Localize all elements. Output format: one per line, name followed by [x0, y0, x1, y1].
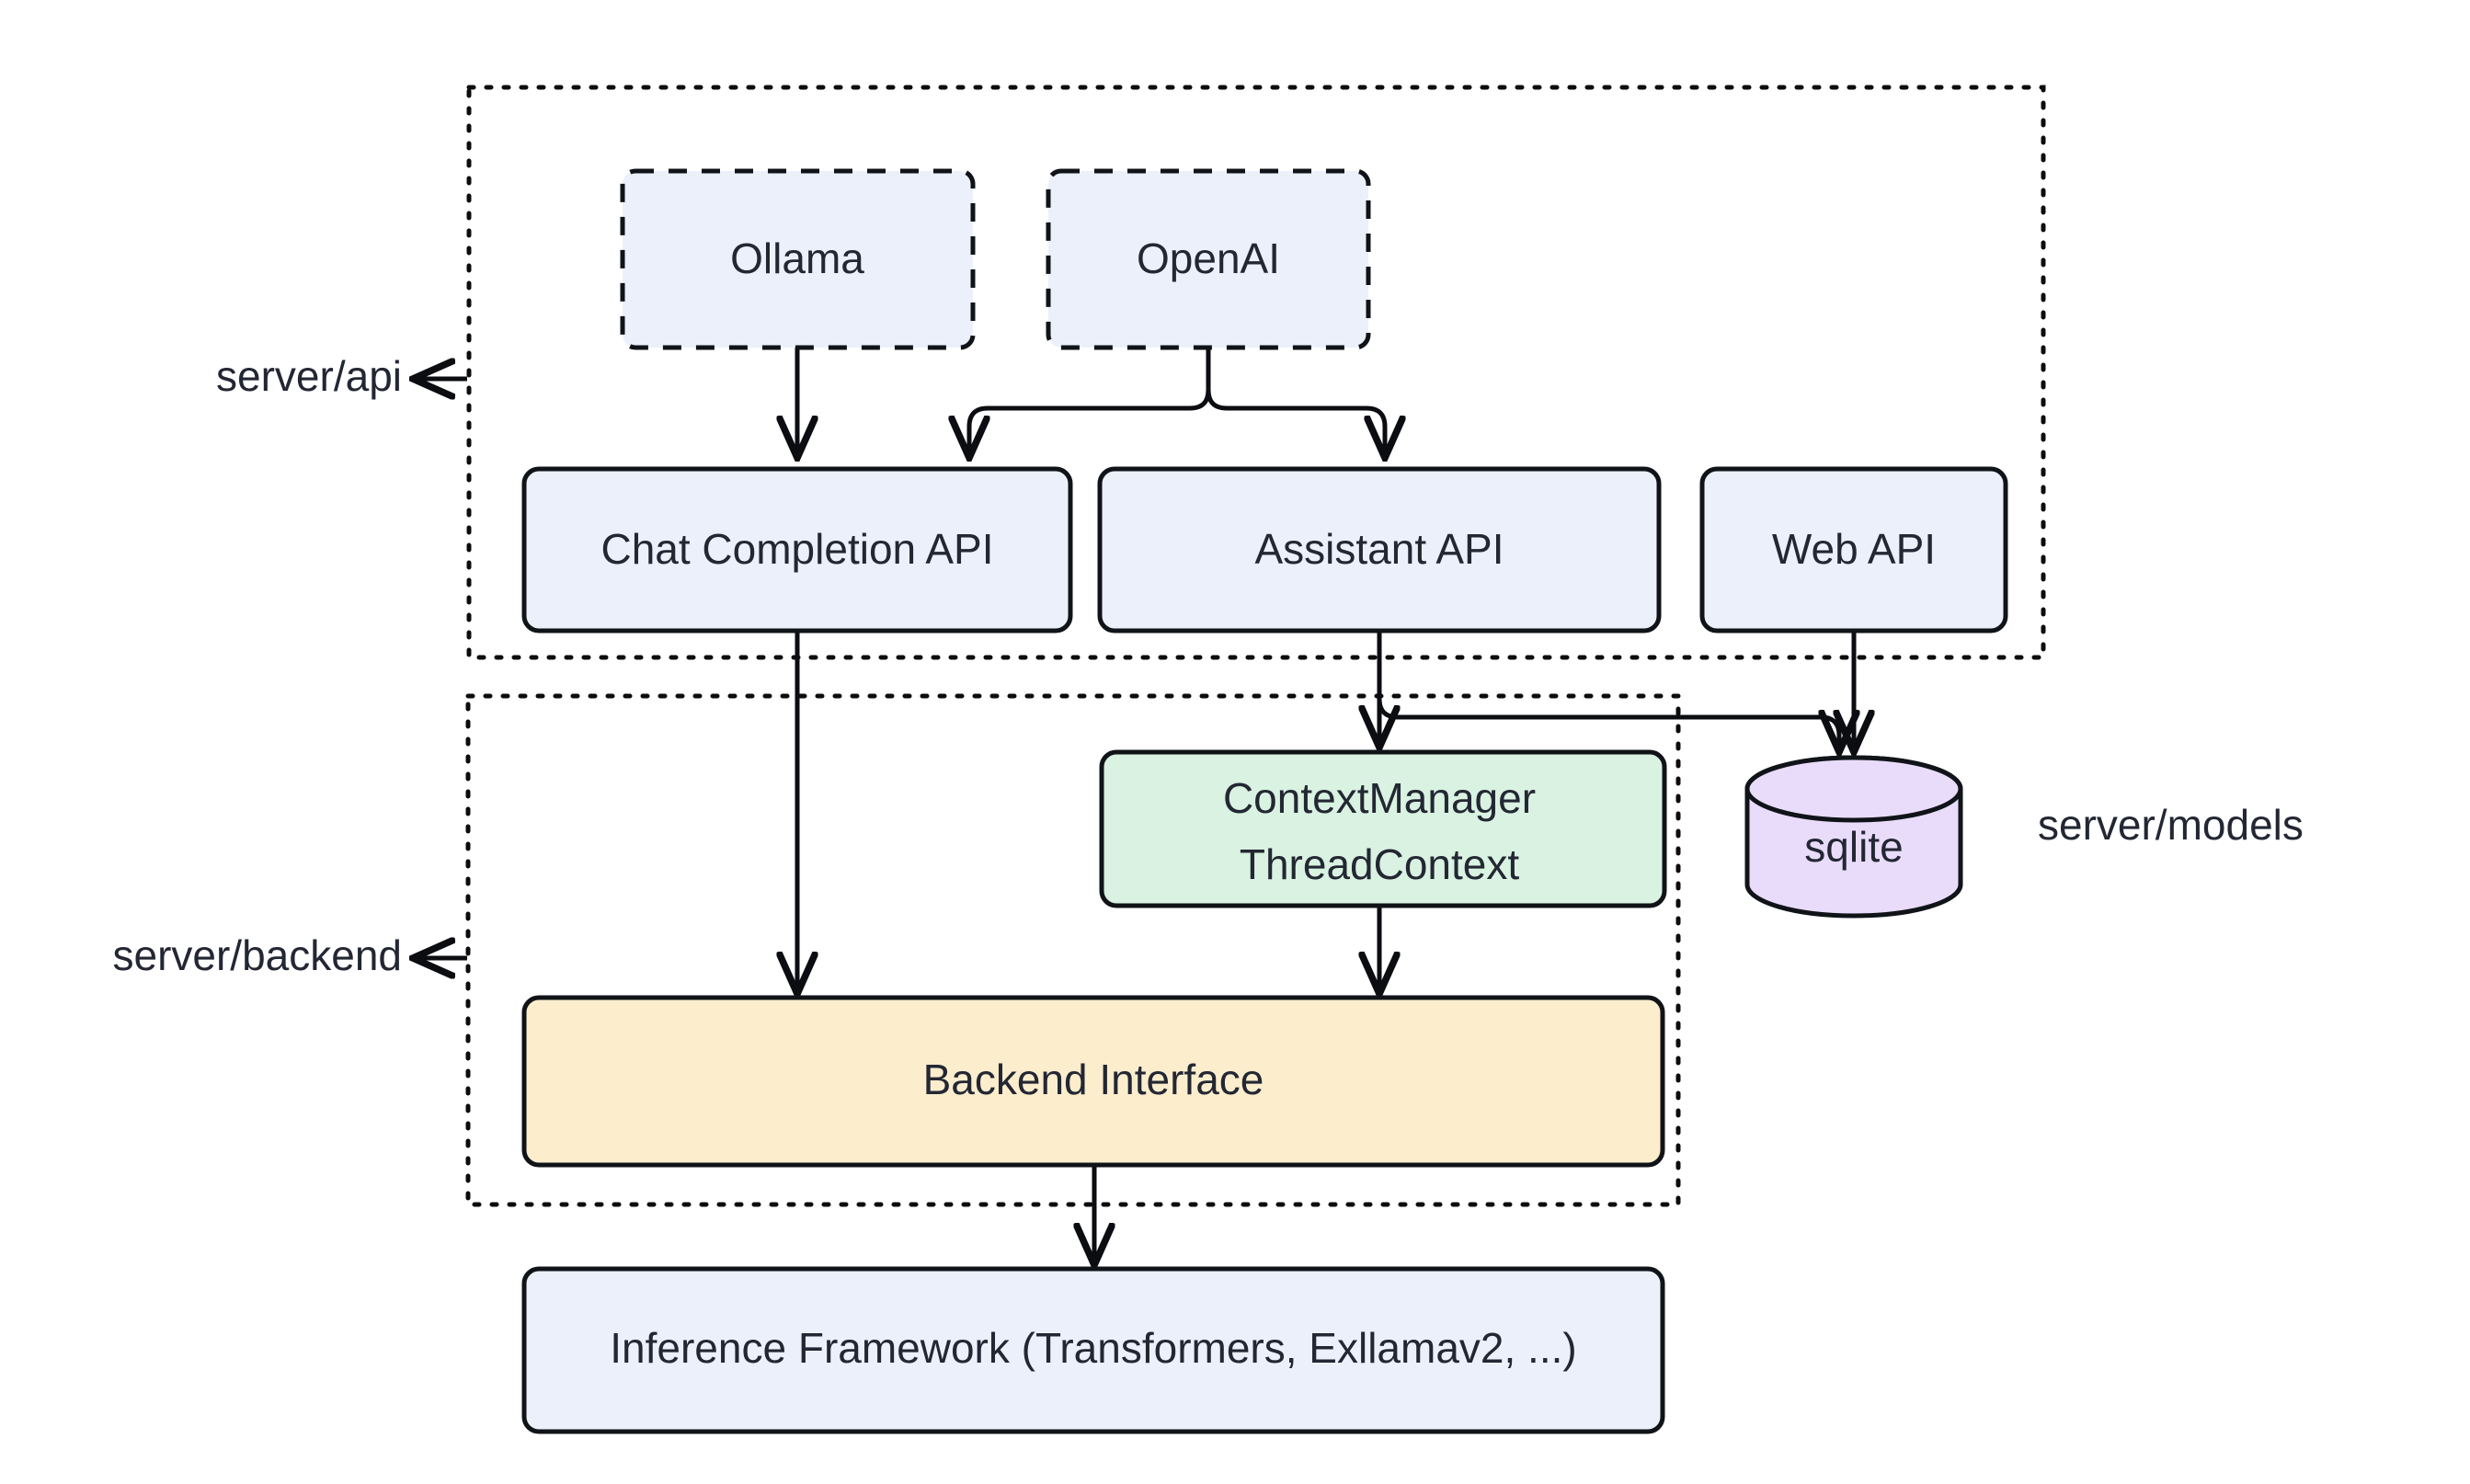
node-sqlite[interactable]: sqlite — [1744, 755, 1963, 919]
node-context-manager[interactable]: ContextManager ThreadContext — [1099, 749, 1667, 908]
group-label-server-backend: server/backend — [113, 931, 403, 979]
node-assistant-api-label: Assistant API — [1254, 525, 1504, 573]
node-backend-interface-label: Backend Interface — [923, 1056, 1264, 1103]
node-inference-framework-shape[interactable] — [521, 1266, 1665, 1434]
node-openai-shape[interactable] — [1046, 168, 1371, 350]
group-label-server-api: server/api — [216, 352, 402, 400]
node-chat-completion-api-label: Chat Completion API — [600, 525, 993, 573]
node-web-api-label: Web API — [1772, 525, 1936, 573]
edge-openai-to-chat-completion-api — [969, 348, 1211, 455]
node-backend-interface-shape[interactable] — [521, 995, 1665, 1168]
node-ollama[interactable]: Ollama — [620, 168, 976, 350]
node-ollama-shape[interactable] — [620, 168, 976, 350]
node-inference-framework[interactable]: Inference Framework (Transformers, Exlla… — [521, 1266, 1665, 1434]
node-ollama-label: Ollama — [730, 234, 864, 282]
node-inference-framework-label: Inference Framework (Transformers, Exlla… — [610, 1324, 1576, 1372]
node-openai[interactable]: OpenAI — [1046, 168, 1371, 350]
node-context-manager-label-line1: ContextManager — [1223, 774, 1536, 822]
node-context-manager-label-line2: ThreadContext — [1240, 840, 1519, 888]
edge-assistant-api-to-sqlite — [1377, 631, 1839, 749]
node-web-api-shape[interactable] — [1699, 466, 2008, 634]
node-openai-label: OpenAI — [1137, 234, 1280, 282]
node-chat-completion-api[interactable]: Chat Completion API — [521, 466, 1073, 634]
node-sqlite-label: sqlite — [1804, 823, 1903, 871]
node-backend-interface[interactable]: Backend Interface — [521, 995, 1665, 1168]
node-sqlite-top-ellipse — [1744, 755, 1963, 823]
node-web-api[interactable]: Web API — [1699, 466, 2008, 634]
node-chat-completion-api-shape[interactable] — [521, 466, 1073, 634]
node-assistant-api[interactable]: Assistant API — [1097, 466, 1662, 634]
node-context-manager-shape[interactable] — [1099, 749, 1667, 908]
group-box-server-api — [466, 85, 2046, 660]
group-box-server-backend — [465, 693, 1681, 1207]
group-label-server-models: server/models — [2038, 801, 2304, 849]
edge-openai-to-assistant-api — [1206, 348, 1385, 455]
node-assistant-api-shape[interactable] — [1097, 466, 1662, 634]
